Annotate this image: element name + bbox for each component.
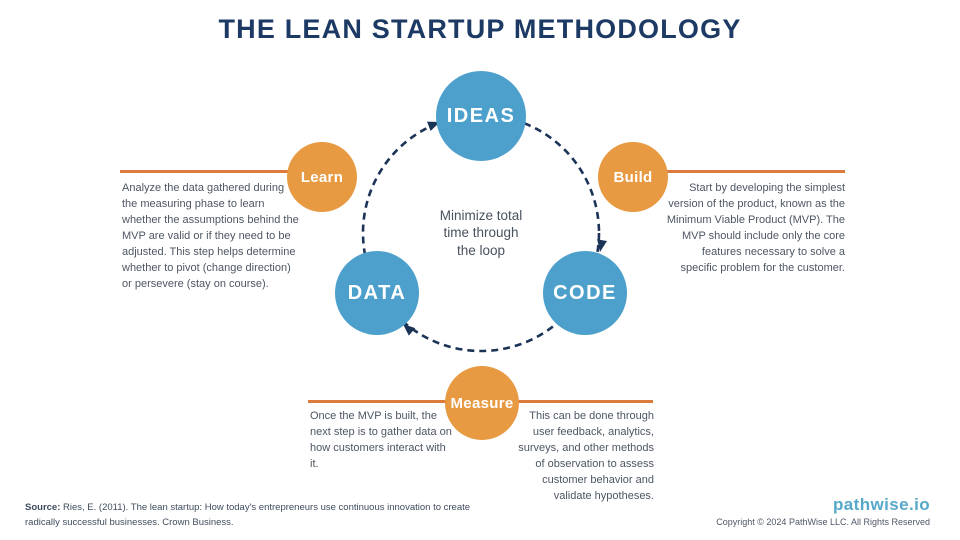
- source-citation: Source: Ries, E. (2011). The lean startu…: [25, 501, 470, 530]
- node-measure: Measure: [445, 366, 519, 440]
- arrow-to-code-icon: [597, 239, 608, 252]
- source-citation-text: Ries, E. (2011). The lean startup: How t…: [60, 502, 471, 513]
- node-code-label: CODE: [553, 281, 617, 304]
- node-data-label: DATA: [347, 281, 407, 304]
- source-citation-line1: Source: Ries, E. (2011). The lean startu…: [25, 501, 470, 516]
- node-learn: Learn: [287, 142, 357, 212]
- source-label: Source:: [25, 502, 61, 513]
- node-build: Build: [598, 142, 668, 212]
- node-build-label: Build: [613, 168, 653, 186]
- node-code: CODE: [543, 251, 627, 335]
- node-learn-label: Learn: [300, 168, 344, 186]
- measure-right-connector-line: [516, 400, 653, 403]
- node-measure-label: Measure: [450, 394, 514, 412]
- loop-center-caption-line1: Minimize total: [439, 208, 523, 223]
- arrow-to-data-icon: [403, 324, 416, 336]
- measure-left-connector-line: [308, 400, 448, 403]
- page-title: THE LEAN STARTUP METHODOLOGY: [218, 14, 742, 44]
- learn-connector-line: [120, 170, 292, 173]
- node-ideas: IDEAS: [436, 71, 526, 161]
- loop-center-caption: Minimize total time through the loop: [401, 207, 561, 259]
- measure-description-right: This can be done through user feedback, …: [518, 410, 654, 502]
- build-description: Start by developing the simplest version…: [666, 182, 845, 274]
- brand-logo-text: pathwise.io: [833, 495, 930, 514]
- loop-center-caption-line3: the loop: [456, 242, 506, 258]
- loop-center-caption-line2: time through: [443, 225, 519, 241]
- node-data: DATA: [335, 251, 419, 335]
- measure-description-left: Once the MVP is built, the next step is …: [310, 410, 452, 470]
- build-connector-line: [664, 170, 845, 173]
- copyright-notice: Copyright © 2024 PathWise LLC. All Right…: [716, 517, 930, 527]
- node-ideas-label: IDEAS: [446, 104, 516, 127]
- learn-description: Analyze the data gathered during the mea…: [122, 182, 299, 290]
- source-citation-line2: radically successful businesses. Crown B…: [25, 516, 234, 528]
